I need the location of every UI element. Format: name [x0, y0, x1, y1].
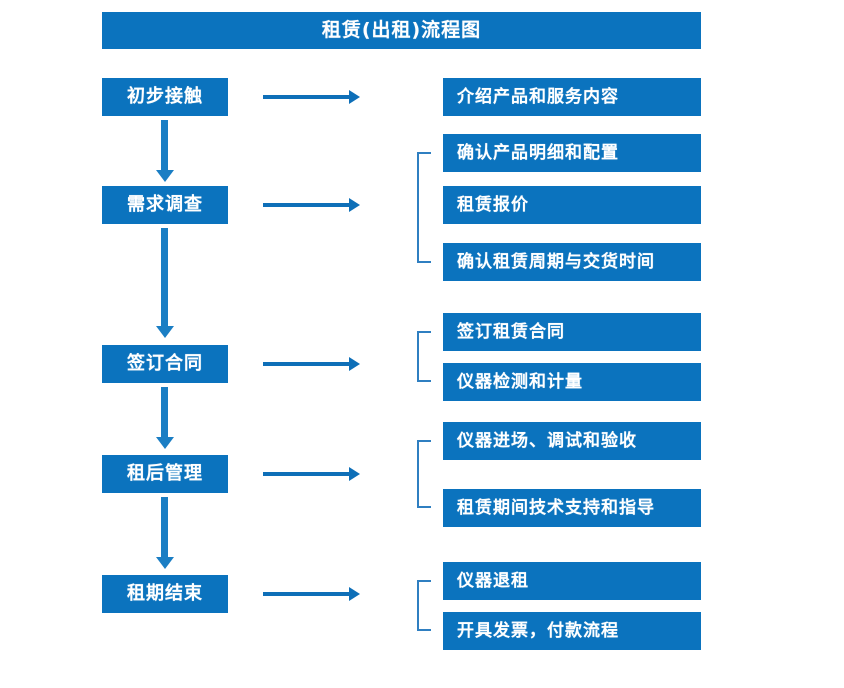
stage-box-requirement-survey[interactable]: 需求调查: [102, 186, 228, 224]
detail-box-technical-support[interactable]: 租赁期间技术支持和指导: [443, 489, 701, 527]
arrow-right-icon-4: [263, 467, 360, 481]
detail-box-confirm-product-details[interactable]: 确认产品明细和配置: [443, 134, 701, 172]
arrow-down-icon-2: [156, 228, 174, 338]
arrow-down-icon-1: [156, 120, 174, 182]
arrow-right-icon-3: [263, 357, 360, 371]
stage-box-initial-contact[interactable]: 初步接触: [102, 78, 228, 116]
stage-box-post-rental-management[interactable]: 租后管理: [102, 455, 228, 493]
stage-box-sign-contract[interactable]: 签订合同: [102, 345, 228, 383]
detail-box-introduce-products[interactable]: 介绍产品和服务内容: [443, 78, 701, 116]
group-bracket-contract: [417, 331, 431, 382]
group-bracket-end: [417, 580, 431, 631]
arrow-right-icon-5: [263, 587, 360, 601]
detail-box-instrument-installation[interactable]: 仪器进场、调试和验收: [443, 422, 701, 460]
group-bracket-requirement: [417, 152, 431, 263]
arrow-right-icon-1: [263, 90, 360, 104]
arrow-down-icon-3: [156, 387, 174, 449]
detail-box-rental-quotation[interactable]: 租赁报价: [443, 186, 701, 224]
group-bracket-management: [417, 440, 431, 508]
arrow-down-icon-4: [156, 497, 174, 569]
detail-box-invoice-payment[interactable]: 开具发票，付款流程: [443, 612, 701, 650]
detail-box-instrument-inspection[interactable]: 仪器检测和计量: [443, 363, 701, 401]
arrow-right-icon-2: [263, 198, 360, 212]
detail-box-confirm-rental-period[interactable]: 确认租赁周期与交货时间: [443, 243, 701, 281]
page-title: 租赁(出租)流程图: [102, 12, 701, 49]
detail-box-instrument-return[interactable]: 仪器退租: [443, 562, 701, 600]
stage-box-rental-end[interactable]: 租期结束: [102, 575, 228, 613]
detail-box-sign-rental-contract[interactable]: 签订租赁合同: [443, 313, 701, 351]
